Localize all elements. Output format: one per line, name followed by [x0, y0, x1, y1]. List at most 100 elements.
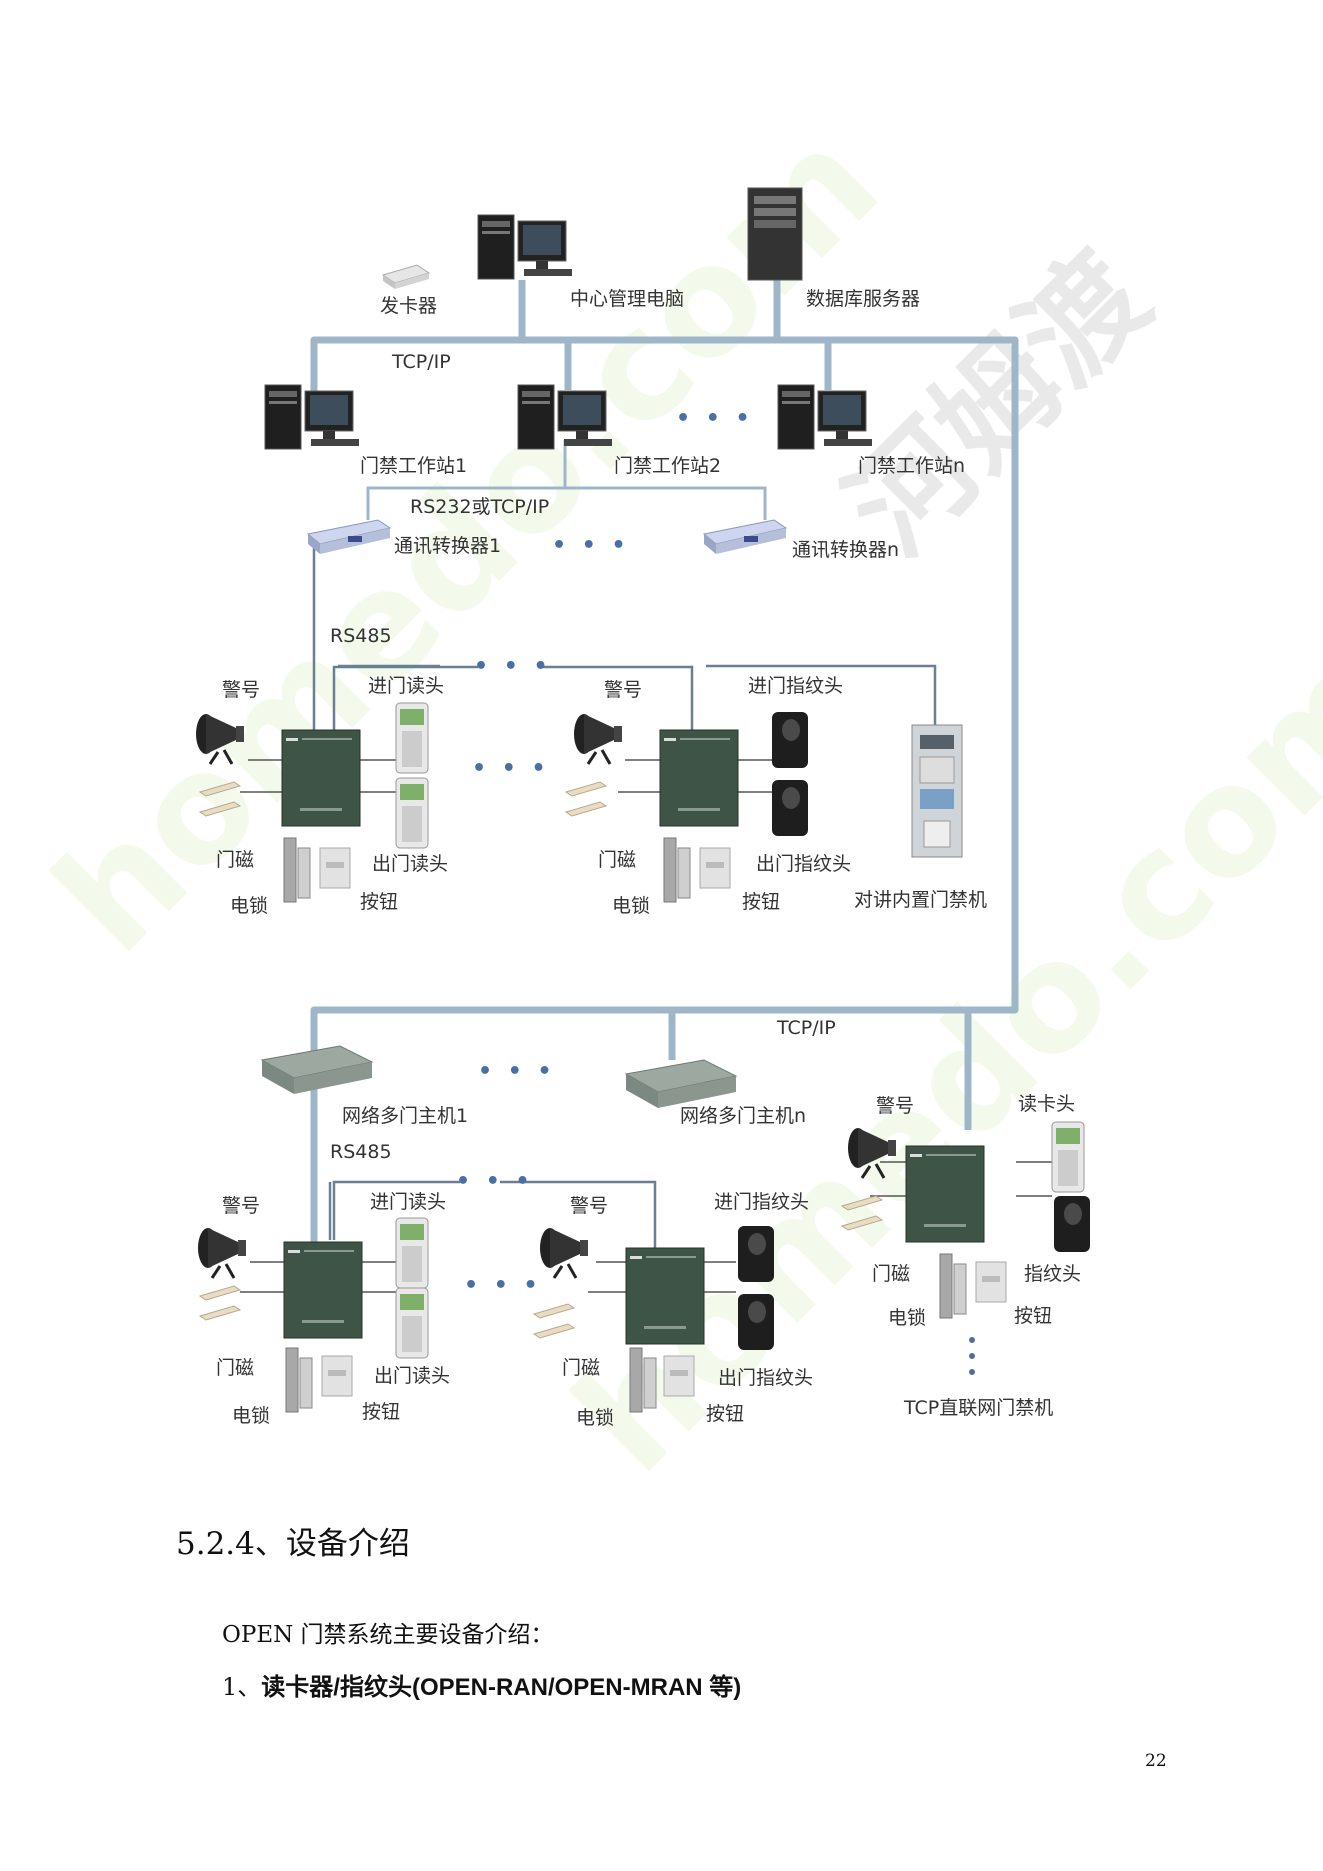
- exit-reader-c-icon: [395, 1287, 429, 1359]
- elock-e-label: 电锁: [888, 1307, 926, 1329]
- alarm-d-icon: [538, 1226, 590, 1280]
- entry-reader-a-label: 进门读头: [368, 675, 444, 697]
- rs485-lines: [312, 545, 937, 1258]
- workstation-2-label: 门禁工作站2: [614, 455, 721, 477]
- elock-b-icon: [663, 837, 691, 903]
- button-d-label: 按钮: [706, 1403, 744, 1425]
- elock-a-icon: [283, 837, 311, 903]
- section-heading: 5.2.4、设备介绍: [176, 1526, 410, 1562]
- exit-fp-b-label: 出门指纹头: [756, 853, 851, 875]
- db-server-icon: [747, 187, 803, 281]
- reader-e-label: 读卡头: [1018, 1093, 1075, 1115]
- controller-cd-ellipsis: • • •: [464, 1273, 542, 1298]
- converter-1-label: 通讯转换器1: [394, 535, 501, 557]
- door-sensor-c-label: 门磁: [216, 1357, 254, 1379]
- converter-n-icon: [703, 519, 787, 555]
- network-lines: [310, 280, 1019, 1242]
- button-a-label: 按钮: [360, 891, 398, 913]
- list-item-index: 1、: [222, 1673, 262, 1701]
- net-host-1-icon: [261, 1045, 373, 1095]
- db-server-label: 数据库服务器: [806, 288, 920, 310]
- card-issuer-label: 发卡器: [380, 295, 437, 317]
- elock-a-label: 电锁: [230, 895, 268, 917]
- device-wires: [240, 759, 1052, 1293]
- tcp-direct-label: TCP直联网门禁机: [903, 1397, 1053, 1419]
- controller-ab-ellipsis: • • •: [472, 756, 550, 781]
- controller-a-panel: [281, 729, 361, 827]
- button-b-label: 按钮: [742, 891, 780, 913]
- intercom-icon: [911, 724, 963, 858]
- workstation-n-icon: [777, 384, 873, 450]
- elock-b-label: 电锁: [612, 895, 650, 917]
- entry-reader-c-label: 进门读头: [370, 1191, 446, 1213]
- button-e-label: 按钮: [1014, 1305, 1052, 1327]
- intro-paragraph: OPEN 门禁系统主要设备介绍：: [222, 1622, 554, 1648]
- exit-reader-a-icon: [395, 777, 429, 849]
- page-number: 22: [1145, 1751, 1167, 1771]
- rs485-top-label: RS485: [330, 625, 392, 647]
- controller-c-panel: [283, 1241, 363, 1339]
- alarm-c-icon: [196, 1226, 248, 1280]
- net-host-1-label: 网络多门主机1: [342, 1105, 468, 1127]
- intercom-label: 对讲内置门禁机: [854, 889, 987, 911]
- button-d-icon: [663, 1355, 695, 1397]
- tcpip-mid-label: TCP/IP: [776, 1017, 836, 1039]
- button-c-icon: [321, 1355, 353, 1397]
- converter-n-label: 通讯转换器n: [792, 539, 899, 561]
- door-sensor-d-label: 门磁: [562, 1357, 600, 1379]
- entry-reader-c-icon: [395, 1217, 429, 1289]
- elock-d-label: 电锁: [576, 1407, 614, 1429]
- button-e-icon: [975, 1261, 1007, 1303]
- converter-ellipsis: • • •: [552, 533, 630, 558]
- entry-fp-b-icon: [772, 712, 808, 768]
- entry-fp-b-label: 进门指纹头: [748, 675, 843, 697]
- button-a-icon: [319, 847, 351, 889]
- tcp-direct-vertical-dots: [969, 1337, 975, 1375]
- access-control-system-diagram: homedo.com homedo.com 河姆渡: [22, 96, 1323, 1500]
- elock-c-icon: [285, 1347, 313, 1413]
- door-sensor-e-label: 门磁: [872, 1263, 910, 1285]
- rs232-lines: [366, 440, 767, 520]
- door-sensor-b-label: 门磁: [598, 849, 636, 871]
- controller-e-panel: [905, 1145, 985, 1243]
- fp-e-label: 指纹头: [1024, 1263, 1081, 1285]
- host-ellipsis: • • •: [478, 1059, 556, 1084]
- center-pc-label: 中心管理电脑: [570, 288, 684, 310]
- elock-c-label: 电锁: [232, 1405, 270, 1427]
- net-host-n-label: 网络多门主机n: [680, 1105, 806, 1127]
- alarm-d-label: 警号: [570, 1195, 608, 1217]
- alarm-c-label: 警号: [222, 1195, 260, 1217]
- net-host-n-icon: [625, 1059, 737, 1109]
- door-sensor-b-icon: [565, 781, 607, 817]
- rs485-bottom-ellipsis: • • •: [456, 1169, 534, 1194]
- workstation-1-icon: [264, 384, 360, 450]
- fp-e-icon: [1054, 1196, 1090, 1252]
- entry-reader-a-icon: [395, 702, 429, 774]
- rs232-label: RS232或TCP/IP: [410, 496, 549, 518]
- svg-text:河姆渡: 河姆渡: [822, 228, 1175, 581]
- alarm-b-label: 警号: [604, 679, 642, 701]
- workstation-1-label: 门禁工作站1: [360, 455, 467, 477]
- controller-d-panel: [625, 1247, 705, 1345]
- workstation-2-icon: [517, 384, 613, 450]
- door-sensor-a-label: 门磁: [216, 849, 254, 871]
- elock-e-icon: [939, 1253, 967, 1319]
- controller-b-panel: [659, 729, 739, 827]
- exit-fp-b-icon: [772, 780, 808, 836]
- exit-fp-d-label: 出门指纹头: [718, 1367, 813, 1389]
- alarm-b-icon: [572, 712, 624, 766]
- list-item: 1、读卡器/指纹头(OPEN-RAN/OPEN-MRAN 等): [222, 1667, 741, 1702]
- workstation-ellipsis: • • •: [676, 406, 754, 431]
- button-b-icon: [699, 847, 731, 889]
- list-item-text: 读卡器/指纹头(OPEN-RAN/OPEN-MRAN 等): [261, 1674, 742, 1701]
- reader-e-icon: [1051, 1121, 1085, 1193]
- center-pc-icon: [477, 214, 573, 280]
- exit-reader-c-label: 出门读头: [374, 1365, 450, 1387]
- workstation-n-label: 门禁工作站n: [858, 455, 965, 477]
- button-c-label: 按钮: [362, 1401, 400, 1423]
- door-sensor-c-icon: [199, 1285, 241, 1321]
- rs485-bottom-label: RS485: [330, 1141, 392, 1163]
- rs485-top-ellipsis: • • •: [474, 654, 552, 679]
- card-issuer-icon: [381, 264, 431, 289]
- door-sensor-d-icon: [533, 1303, 575, 1339]
